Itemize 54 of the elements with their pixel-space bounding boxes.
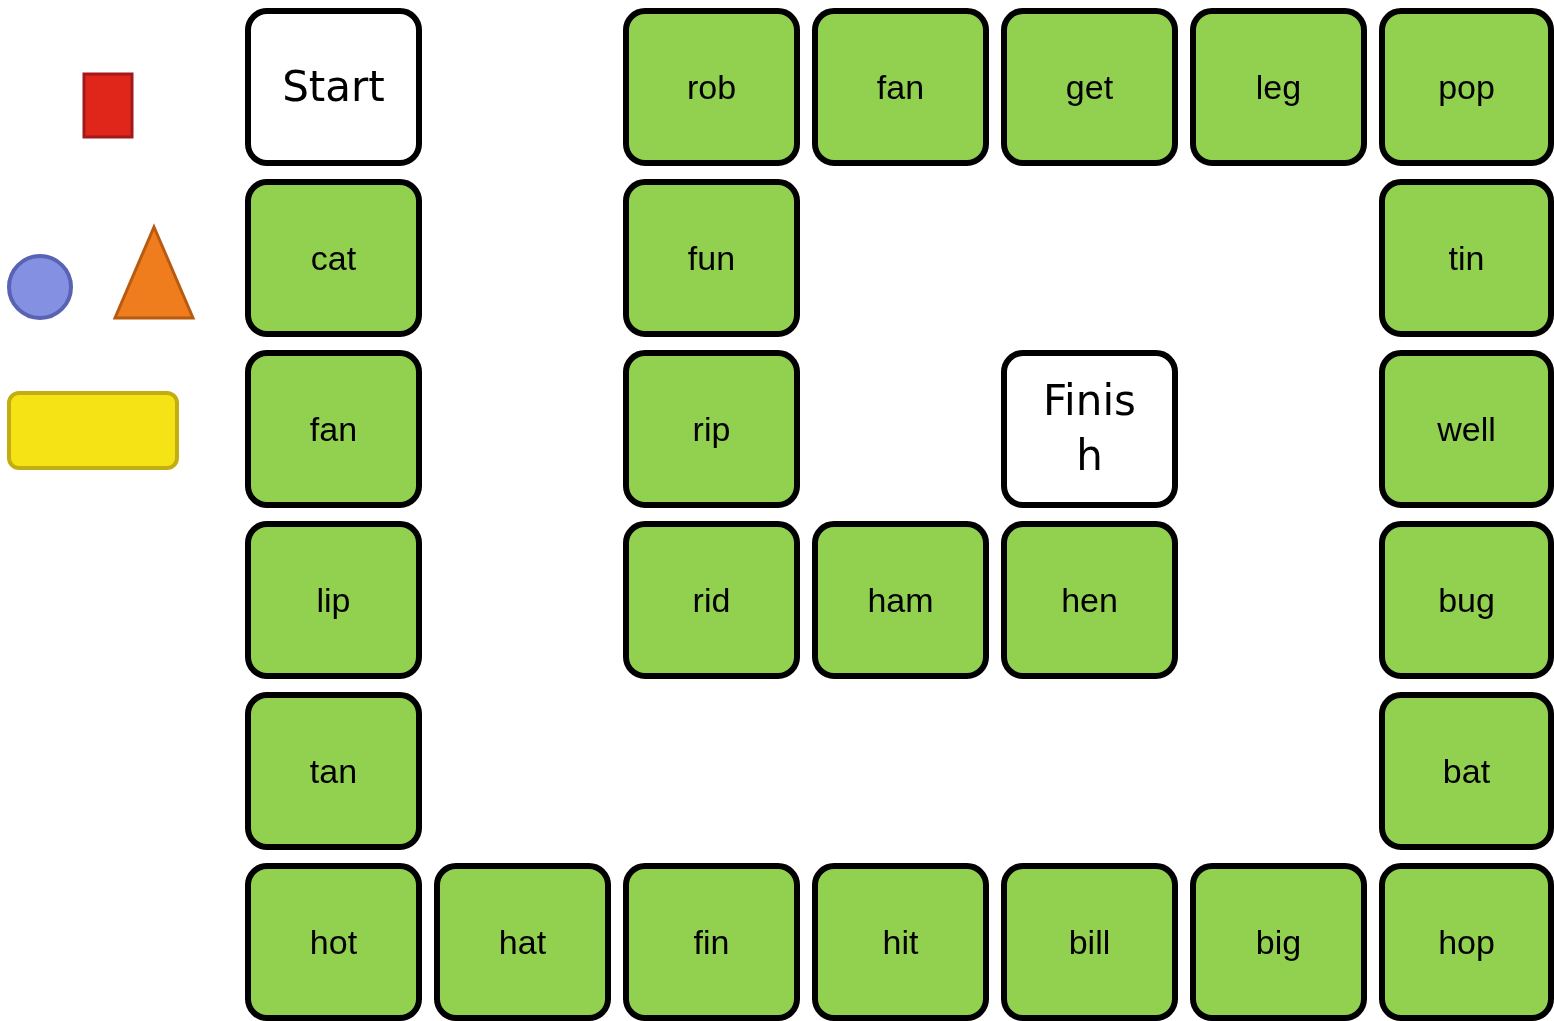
board-space-tile: [812, 8, 989, 166]
board-space-tile: [1190, 863, 1367, 1021]
board-space-tile: [623, 179, 800, 337]
board-space-tile: [1379, 179, 1554, 337]
board-space-tile: [245, 179, 422, 337]
space-word: hit: [882, 922, 919, 962]
space-word: big: [1255, 922, 1302, 962]
space-word: tan: [309, 751, 358, 791]
board-space-tile: [623, 521, 800, 679]
space-word: lip: [316, 580, 351, 620]
space-word: cat: [310, 238, 357, 278]
space-word: fun: [687, 238, 736, 278]
board-space-tile: [1379, 350, 1554, 508]
board-space-tile: [1379, 692, 1554, 850]
board-space-tile: [434, 863, 611, 1021]
board-space-tile: [812, 863, 989, 1021]
space-word: bat: [1442, 751, 1491, 791]
board-space-tile: [1190, 8, 1367, 166]
space-word: rob: [686, 67, 737, 107]
board-space-tile: [623, 8, 800, 166]
end-space-tile: [1001, 350, 1178, 508]
end-space-tile: [245, 8, 422, 166]
space-word: Start: [281, 60, 386, 113]
space-word: leg: [1255, 67, 1302, 107]
space-word: fan: [309, 409, 358, 449]
space-word: hen: [1061, 580, 1118, 620]
space-word: hat: [498, 922, 547, 962]
space-word: Finish: [1042, 375, 1137, 482]
board-space-tile: [1379, 8, 1554, 166]
space-word: ham: [867, 580, 934, 620]
space-word: fin: [693, 922, 730, 962]
board-space-tile: [245, 350, 422, 508]
board-space-tile: [245, 521, 422, 679]
board-space-tile: [1379, 521, 1554, 679]
space-word: rip: [692, 409, 731, 449]
space-word: bill: [1068, 922, 1111, 962]
space-word: hot: [309, 922, 358, 962]
board-space-tile: [812, 521, 989, 679]
space-word: rid: [692, 580, 731, 620]
space-word: well: [1437, 409, 1496, 449]
board-space-tile: [1001, 863, 1178, 1021]
board-space-tile: [245, 863, 422, 1021]
space-word: get: [1065, 67, 1114, 107]
board-space-tile: [1001, 521, 1178, 679]
space-word: tin: [1448, 238, 1485, 278]
board-space-tile: [623, 863, 800, 1021]
board-space-tile: [245, 692, 422, 850]
board-space-tile: [1379, 863, 1554, 1021]
space-word: pop: [1438, 67, 1495, 107]
space-word: fan: [876, 67, 925, 107]
board-space-tile: [623, 350, 800, 508]
space-word: hop: [1438, 922, 1495, 962]
space-word: bug: [1438, 580, 1495, 620]
board-space-tile: [1001, 8, 1178, 166]
